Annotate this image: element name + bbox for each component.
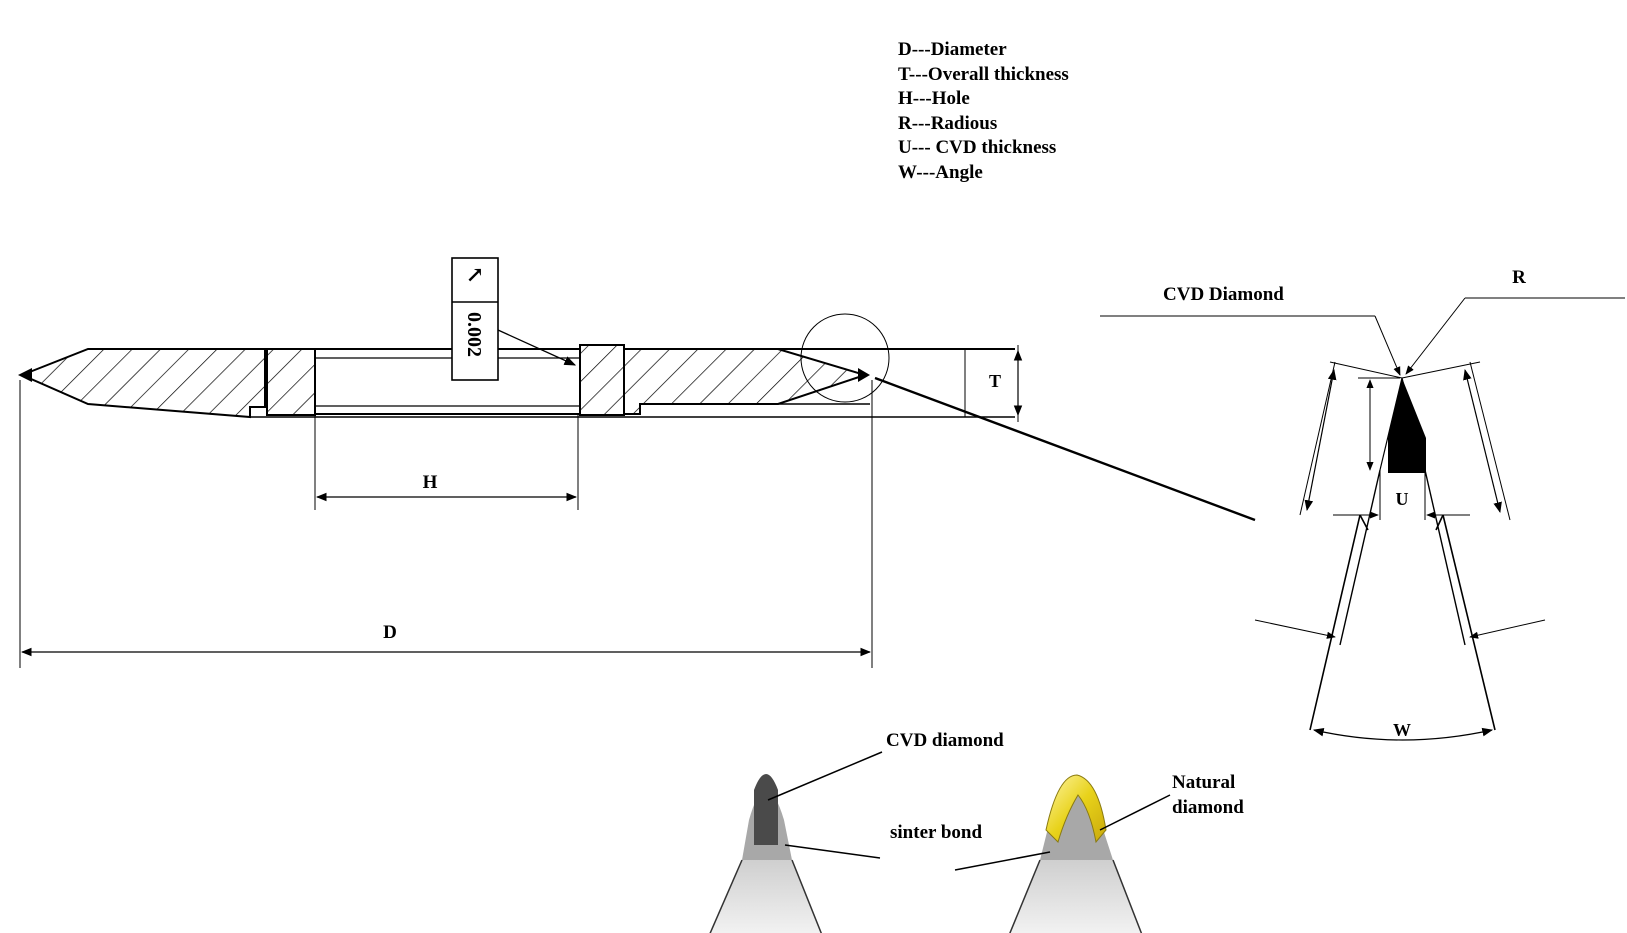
label-cvd-diamond-small: CVD diamond <box>886 730 1004 751</box>
tolerance-frame: ↗ 0.002 <box>451 257 577 381</box>
left-tip <box>18 368 32 382</box>
right-tip <box>858 368 870 382</box>
label-t: T <box>989 371 1001 391</box>
dimension-h: H <box>314 415 579 510</box>
label-sinter-bond: sinter bond <box>890 822 982 843</box>
tolerance-value: 0.002 <box>463 312 485 357</box>
legend-item-hole: H---Hole <box>898 88 970 109</box>
natural-tip-illustration <box>954 774 1171 933</box>
legend: D---Diameter T---Overall thickness H---H… <box>898 38 1069 185</box>
legend-item-cvd-thickness: U--- CVD thickness <box>898 137 1057 158</box>
legend-item-thickness: T---Overall thickness <box>898 63 1069 85</box>
legend-item-angle: W---Angle <box>898 161 983 183</box>
natural-diamond-layer <box>1045 774 1107 844</box>
label-r: R <box>1512 267 1526 288</box>
tip-detail: U W CVD Diamond R <box>1100 267 1625 741</box>
label-natural-diamond-line2: diamond <box>1172 797 1244 818</box>
label-u: U <box>1396 489 1409 509</box>
dimension-d: D <box>19 380 873 668</box>
label-natural-diamond-line1: Natural <box>1172 772 1235 793</box>
cvd-segment <box>754 774 778 845</box>
legend-item-diameter: D---Diameter <box>898 39 1007 60</box>
runout-symbol: ↗ <box>466 262 484 287</box>
cvd-tip-illustration <box>709 751 883 933</box>
wheel-cross-section <box>18 313 1256 522</box>
label-d: D <box>383 622 397 643</box>
detail-circle <box>800 313 890 403</box>
label-cvd-diamond: CVD Diamond <box>1163 284 1284 305</box>
label-h: H <box>423 472 438 493</box>
cvd-insert <box>1388 378 1426 473</box>
dimension-t: T <box>964 345 1023 422</box>
legend-item-radius: R---Radious <box>898 112 998 134</box>
label-w: W <box>1393 720 1411 740</box>
